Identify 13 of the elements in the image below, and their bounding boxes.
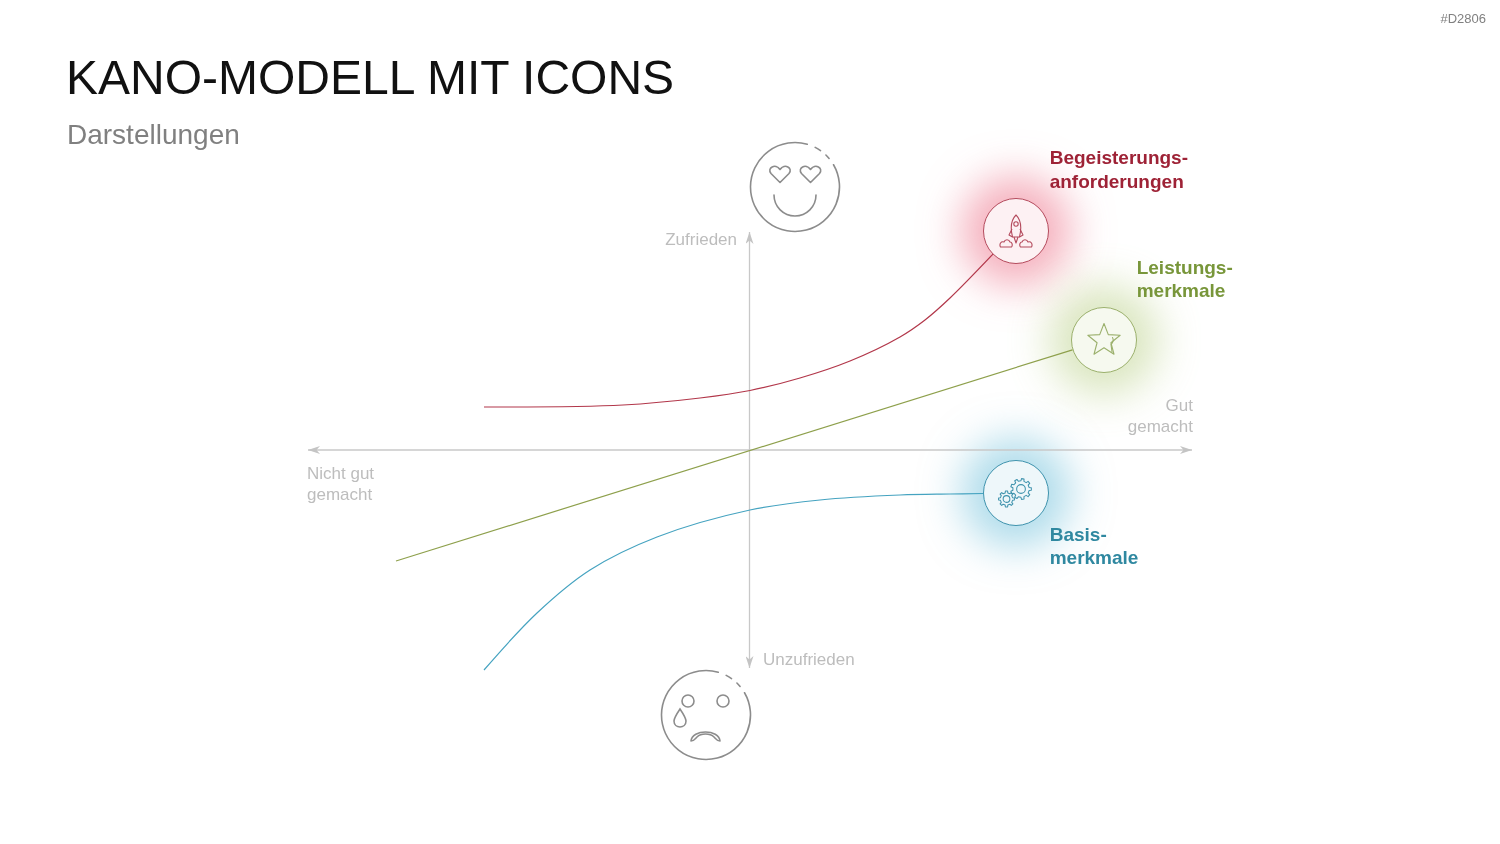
subtitle: Darstellungen bbox=[67, 118, 240, 152]
axis-label: Nicht gut gemacht bbox=[307, 463, 376, 506]
straight-line bbox=[395, 349, 1074, 562]
curve-line bbox=[483, 253, 994, 408]
title: KANO-MODELL MIT ICONS bbox=[66, 50, 675, 106]
axis-label: Zufrieden bbox=[665, 229, 737, 251]
category-label: Basis- merkmale bbox=[1049, 522, 1139, 571]
reference-code: #D2806 bbox=[1440, 11, 1486, 28]
category-label: Begeisterungs- anforderungen bbox=[1049, 146, 1188, 194]
curve-line bbox=[483, 492, 984, 671]
axis-label: Unzufrieden bbox=[763, 649, 855, 671]
category-label: Leistungs- merkmale bbox=[1136, 255, 1233, 304]
axis-label: Gut gemacht bbox=[1127, 395, 1193, 438]
